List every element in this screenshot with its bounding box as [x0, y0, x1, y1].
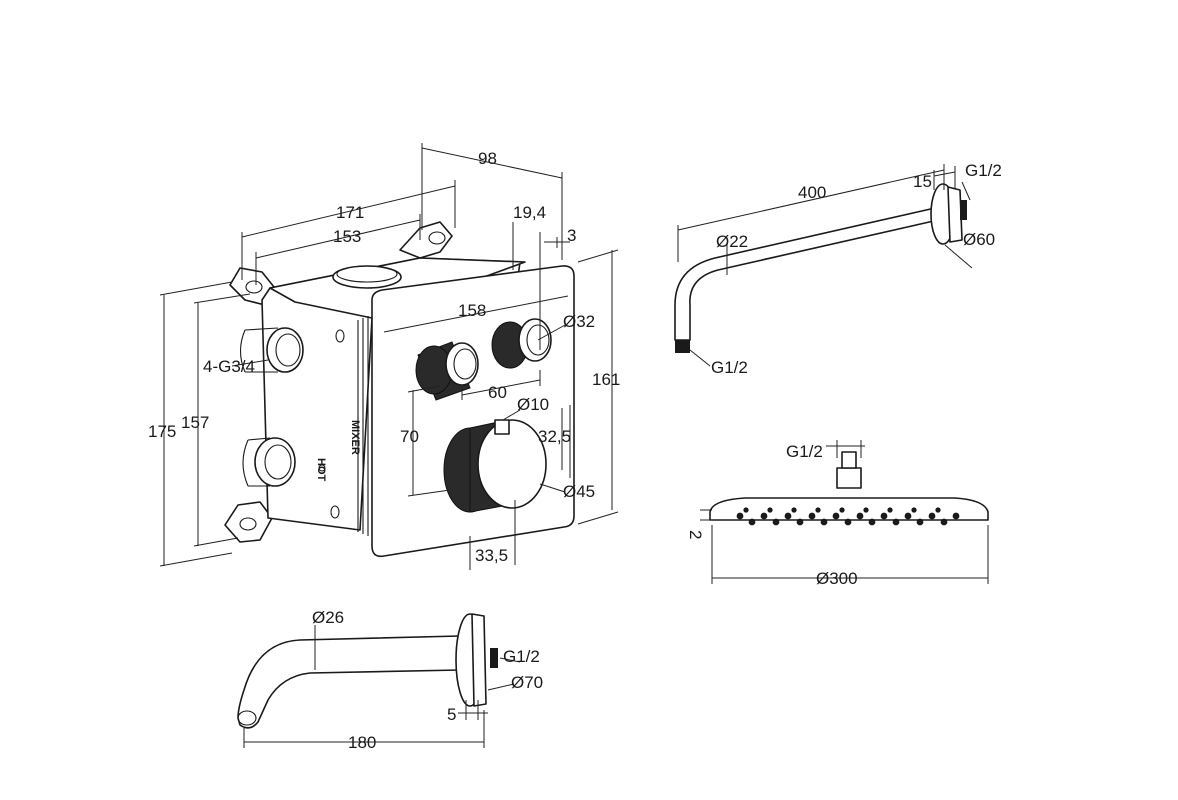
dim-171: 171 [336, 203, 364, 222]
dim-arm-g1-2-top: G1/2 [965, 161, 1002, 180]
side-connection-upper [239, 327, 304, 373]
dim-d26: Ø26 [312, 608, 344, 627]
dim-5: 5 [447, 705, 456, 724]
spout-dimensions: Ø26 G1/2 Ø70 5 180 [243, 608, 543, 752]
dim-3: 3 [567, 226, 576, 245]
dim-d32: Ø32 [563, 312, 595, 331]
dim-33-5: 33,5 [475, 546, 508, 565]
dim-4-g3-4: 4-G3/4 [203, 357, 255, 376]
mixer-box: MIXER HOT [224, 221, 575, 558]
dim-spout-g1-2: G1/2 [503, 647, 540, 666]
dim-15: 15 [913, 172, 932, 191]
dim-157: 157 [181, 413, 209, 432]
dim-98: 98 [478, 149, 497, 168]
shower-head [709, 451, 989, 526]
dim-19-4: 19,4 [513, 203, 546, 222]
dim-32-5: 32,5 [538, 427, 571, 446]
dim-2: 2 [686, 530, 705, 539]
dim-153: 153 [333, 227, 361, 246]
handle-right [491, 318, 552, 369]
dim-head-g1-2: G1/2 [786, 442, 823, 461]
thermostatic-knob [443, 419, 547, 513]
dim-175: 175 [148, 422, 176, 441]
dim-d10: Ø10 [517, 395, 549, 414]
mixer-dimensions: 98 171 153 19,4 3 158 Ø32 60 Ø10 70 32,5… [148, 143, 620, 570]
dim-161: 161 [592, 370, 620, 389]
dim-d300: Ø300 [816, 569, 858, 588]
dim-d45: Ø45 [563, 482, 595, 501]
side-marking-text: MIXER [349, 420, 361, 455]
mounting-ear-bottom-left [224, 501, 273, 543]
side-connection-lower [242, 437, 296, 487]
dim-70: 70 [400, 427, 419, 446]
nozzle-row [736, 507, 960, 526]
dim-d22: Ø22 [716, 232, 748, 251]
shower-arm [674, 183, 967, 353]
arm-outlet-thread [675, 340, 690, 353]
handle-left [415, 341, 479, 401]
dim-arm-g1-2-bottom: G1/2 [711, 358, 748, 377]
dim-400: 400 [798, 183, 826, 202]
dim-180: 180 [348, 733, 376, 752]
spout [237, 613, 498, 729]
dim-60: 60 [488, 383, 507, 402]
hot-label: HOT [315, 458, 327, 482]
shower-arm-dimensions: 400 15 G1/2 Ø22 Ø60 G1/2 [677, 161, 1002, 377]
dim-d60: Ø60 [963, 230, 995, 249]
dim-158: 158 [458, 301, 486, 320]
dim-d70: Ø70 [511, 673, 543, 692]
shower-head-dimensions: G1/2 2 Ø300 [686, 440, 989, 588]
